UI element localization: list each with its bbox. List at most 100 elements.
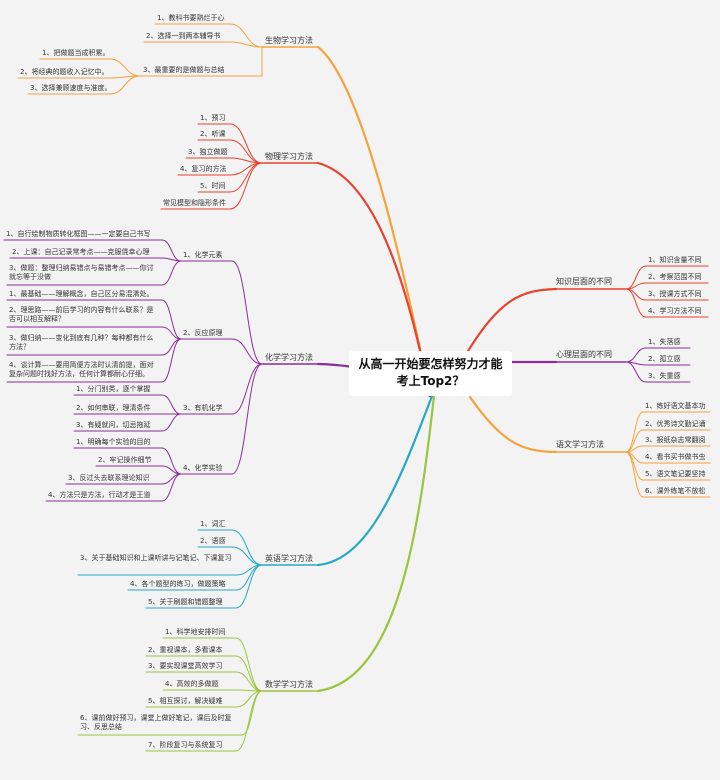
- chem-element-connector: [161, 239, 182, 262]
- physics-connector: [229, 123, 263, 164]
- trunk-chinese: [468, 395, 558, 454]
- chem-element-item[interactable]: 2、上课：自己记录常考点——克服侥幸心理: [12, 248, 150, 256]
- math-item[interactable]: 1、科学地安排时间: [165, 628, 226, 636]
- chem-group[interactable]: 4、化学实验: [183, 464, 223, 472]
- chinese-item[interactable]: 1、练好语文基本功: [645, 402, 706, 410]
- chinese-item[interactable]: 4、看书买书做书虫: [645, 453, 706, 461]
- chem-reaction-item[interactable]: 3、做归纳——变化到底有几种？每种都有什么方法？: [9, 334, 154, 351]
- chem-connector: [231, 260, 263, 365]
- chem-reaction-item[interactable]: 2、理思路——前后学习的内容有什么联系？是否可以相互解释？: [9, 306, 154, 323]
- physics-item[interactable]: 4、复习的方法: [180, 165, 227, 173]
- chinese-item[interactable]: 3、报纸杂志常翻阅: [645, 436, 706, 444]
- math-connector: [241, 690, 263, 736]
- physics-connector: [229, 162, 263, 210]
- bio-subitem[interactable]: 3、选择兼顾速度与准度。: [30, 84, 112, 92]
- trunk-english: [316, 394, 434, 567]
- chem-organic-connector: [161, 413, 182, 432]
- bio-connector: [229, 41, 263, 48]
- trunk-knowledge: [466, 287, 558, 353]
- knowledge-connector: [625, 288, 647, 301]
- chem-lab-item[interactable]: 1、明确每个实验的目的: [76, 438, 151, 446]
- math-item[interactable]: 5、相互探讨，解决疑难: [148, 697, 223, 705]
- math-item[interactable]: 4、高效的多做题: [165, 680, 219, 688]
- chinese-item[interactable]: 5、语文笔记要坚持: [645, 470, 706, 478]
- chem-organic-item[interactable]: 3、有疑就问，切忌拖延: [76, 421, 151, 429]
- central-topic[interactable]: 从高一开始要怎样努力才能 考上Top2？: [349, 351, 512, 396]
- mental-item[interactable]: 2、孤立感: [648, 355, 681, 363]
- chinese-item[interactable]: 2、优秀诗文勤记诵: [645, 420, 706, 428]
- chem-element-item[interactable]: 3、做题：整理归纳易错点与易错考点——你讨就忘等于没做: [9, 264, 154, 281]
- chem-element-connector: [161, 260, 182, 286]
- branch-physics[interactable]: 物理学习方法: [265, 152, 313, 161]
- math-connector: [235, 655, 263, 692]
- chem-connector: [231, 338, 263, 365]
- knowledge-item[interactable]: 3、授课方式不同: [648, 290, 702, 298]
- math-item[interactable]: 7、阶段复习与系统复习: [148, 741, 223, 749]
- english-item[interactable]: 4、各个题型的练习，做题策略: [130, 580, 226, 588]
- knowledge-item[interactable]: 1、知识含量不同: [648, 256, 702, 264]
- bio-item[interactable]: 3、最重要的是做题与总结: [143, 66, 225, 74]
- chem-reaction-item[interactable]: 1、最基础——理解概念，自己区分易混淆处。: [9, 290, 154, 298]
- mental-item[interactable]: 1、失落感: [648, 338, 681, 346]
- physics-connector: [229, 162, 263, 193]
- chem-group[interactable]: 2、反应原理: [183, 329, 223, 337]
- math-item[interactable]: 3、要实现课堂高效学习: [148, 662, 223, 670]
- chem-lab-connector: [161, 473, 182, 502]
- chem-group[interactable]: 3、有机化学: [183, 404, 223, 412]
- chem-lab-item[interactable]: 3、反过头去联系理论知识: [68, 474, 150, 482]
- bio-item[interactable]: 2、选择一到两本辅导书: [146, 32, 221, 40]
- math-item[interactable]: 6、课前做好预习，课堂上做好笔记，课后及时复习、反思总结: [80, 714, 232, 731]
- branch-chemistry[interactable]: 化学学习方法: [265, 353, 313, 362]
- chem-connector: [231, 363, 263, 475]
- english-connector: [235, 564, 263, 609]
- physics-item[interactable]: 3、独立做题: [188, 148, 228, 156]
- english-item[interactable]: 5、关于刷题和错题整理: [148, 598, 223, 606]
- branch-knowledge-difference[interactable]: 知识层面的不同: [556, 277, 612, 286]
- physics-item[interactable]: 常见模型和隐形条件: [163, 199, 226, 207]
- branch-bio[interactable]: 生物学习方法: [265, 36, 313, 45]
- branch-math[interactable]: 数学学习方法: [265, 680, 313, 689]
- math-connector: [235, 690, 263, 752]
- chem-group[interactable]: 1、化学元素: [183, 251, 223, 259]
- english-item[interactable]: 3、关于基础知识和上课听讲与记笔记、下课复习: [80, 554, 232, 562]
- physics-item[interactable]: 1、预习: [200, 114, 226, 122]
- chem-lab-item[interactable]: 2、牢记操作细节: [98, 456, 152, 464]
- physics-item[interactable]: 2、听课: [200, 130, 226, 138]
- physics-connector: [229, 139, 263, 164]
- branch-mental-difference[interactable]: 心理层面的不同: [556, 350, 612, 359]
- math-connector: [235, 637, 263, 692]
- knowledge-item[interactable]: 2、考察范围不同: [648, 273, 702, 281]
- knowledge-item[interactable]: 4、学习方法不同: [648, 307, 702, 315]
- branch-english[interactable]: 英语学习方法: [265, 554, 313, 563]
- chinese-item[interactable]: 6、课外练笔不放松: [645, 487, 706, 495]
- chem-lab-connector: [161, 447, 182, 475]
- bio-connector: [229, 23, 263, 48]
- chem-organic-item[interactable]: 2、如何串联，理清条件: [76, 404, 151, 412]
- math-item[interactable]: 2、重视课本，多看课本: [148, 646, 223, 654]
- chem-organic-connector: [161, 394, 182, 415]
- central-topic-line2: 考上Top2？: [396, 374, 465, 388]
- chem-element-item[interactable]: 1、自行绘制物质转化框图——一定要自己书写: [6, 230, 151, 238]
- branch-chinese[interactable]: 语文学习方法: [556, 440, 604, 449]
- chem-reaction-item[interactable]: 4、谈计算——要用简便方法时认清前提，面对复杂问题时找好方法，任何计算都耐心仔细…: [9, 361, 154, 378]
- bio-subitem[interactable]: 1、把做题当成积累。: [42, 49, 110, 57]
- bio-item[interactable]: 1、教科书要熟烂于心: [157, 14, 225, 22]
- chinese-connector: [625, 451, 644, 498]
- bio-subitem[interactable]: 2、将经典的题收入记忆中。: [20, 68, 109, 76]
- english-item[interactable]: 1、词汇: [200, 520, 226, 528]
- chinese-connector: [625, 411, 644, 453]
- chem-organic-item[interactable]: 1、分门别类，逐个掌握: [76, 385, 151, 393]
- english-item[interactable]: 2、语感: [200, 537, 226, 545]
- mental-item[interactable]: 3、失重感: [648, 372, 681, 380]
- math-connector: [235, 690, 263, 708]
- knowledge-connector: [625, 265, 647, 290]
- trunk-math: [316, 394, 436, 693]
- physics-item[interactable]: 5、时间: [200, 182, 226, 190]
- english-connector: [231, 546, 263, 566]
- chem-reaction-connector: [161, 338, 182, 383]
- chem-element-connector: [161, 257, 182, 262]
- knowledge-connector: [625, 288, 647, 318]
- bio-sub-connector: [109, 58, 141, 77]
- chem-lab-item[interactable]: 4、方法只是方法，行动才是王道: [48, 491, 151, 499]
- chem-connector: [231, 363, 263, 415]
